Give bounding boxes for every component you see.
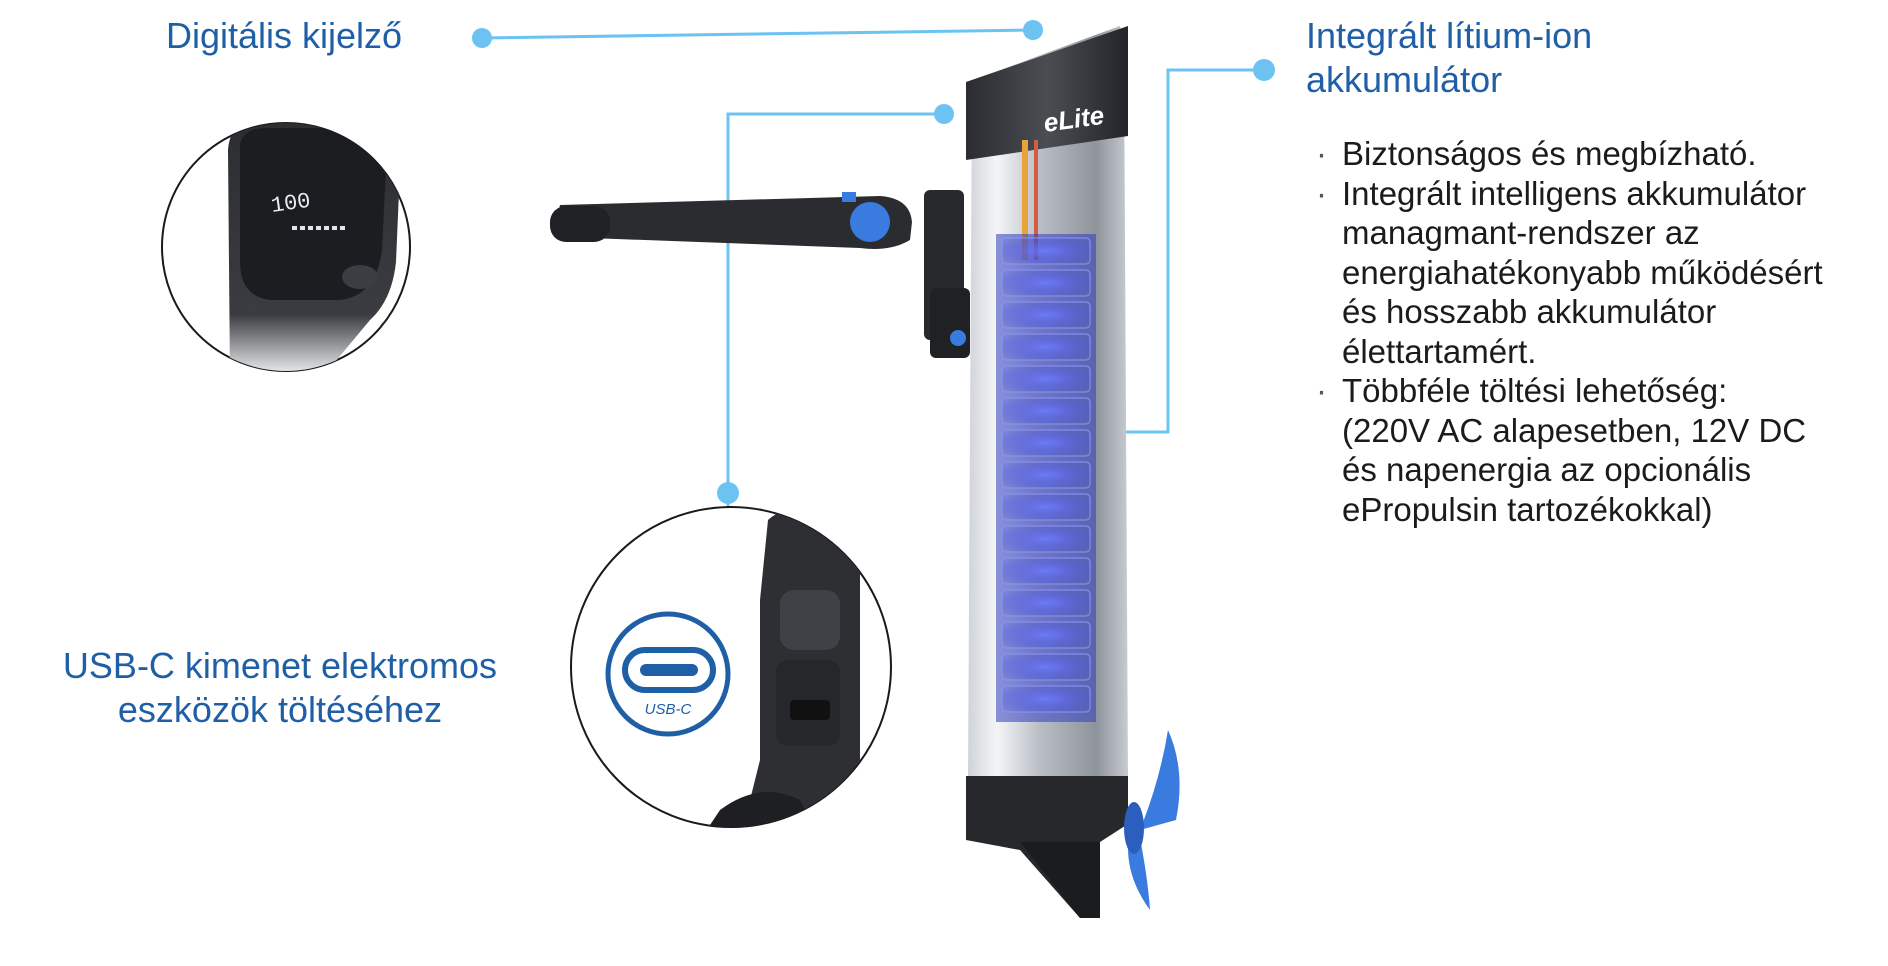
feature-line: és hosszabb akkumulátor	[1342, 293, 1717, 330]
feature-item: · Biztonságos és megbízható.	[1316, 134, 1823, 174]
display-closeup: 100	[161, 122, 411, 372]
battery-callout-label: Integrált lítium-ion akkumulátor	[1306, 14, 1592, 102]
battery-label-line-1: Integrált lítium-ion	[1306, 15, 1593, 56]
propeller	[1124, 730, 1180, 910]
feature-line: Biztonságos és megbízható.	[1342, 135, 1757, 172]
feature-list: · Biztonságos és megbízható. · Integrált…	[1316, 134, 1823, 529]
feature-line: energiahatékonyabb működésért	[1342, 253, 1823, 291]
feature-item: · Integrált intelligens akkumulátor mana…	[1316, 174, 1823, 372]
bullet-marker: ·	[1316, 135, 1327, 172]
bullet-marker: ·	[1316, 174, 1327, 212]
usb-c-icon: USB-C	[605, 611, 731, 737]
feature-line: és napenergia az opcionális	[1342, 451, 1752, 488]
feature-line: Többféle töltési lehetőség:	[1342, 372, 1728, 409]
feature-line: ePropulsin tartozékokkal)	[1342, 490, 1713, 528]
usb-closeup: USB-C	[570, 506, 892, 828]
feature-line: élettartamért.	[1342, 332, 1537, 370]
feature-line: Integrált intelligens akkumulátor	[1342, 174, 1807, 212]
motor-body: eLite	[966, 26, 1128, 918]
bullet-marker: ·	[1316, 372, 1327, 409]
usb-callout-label: USB-C kimenet elektromos eszközök töltés…	[30, 644, 530, 732]
usb-c-badge: USB-C	[645, 701, 692, 718]
display-reading: 100	[269, 189, 312, 219]
feature-line: (220V AC alapesetben, 12V DC	[1342, 411, 1807, 449]
usb-label-line-1: USB-C kimenet elektromos	[62, 645, 498, 686]
battery-label-line-2: akkumulátor	[1306, 59, 1503, 100]
display-callout-label: Digitális kijelző	[166, 15, 403, 56]
callout-lines	[481, 28, 1264, 512]
tiller-handle	[550, 190, 970, 358]
feature-item: · Többféle töltési lehetőség: (220V AC a…	[1316, 371, 1823, 529]
usb-label-line-2: eszközök töltéséhez	[117, 689, 443, 730]
feature-line: managmant-rendszer az	[1342, 214, 1700, 251]
